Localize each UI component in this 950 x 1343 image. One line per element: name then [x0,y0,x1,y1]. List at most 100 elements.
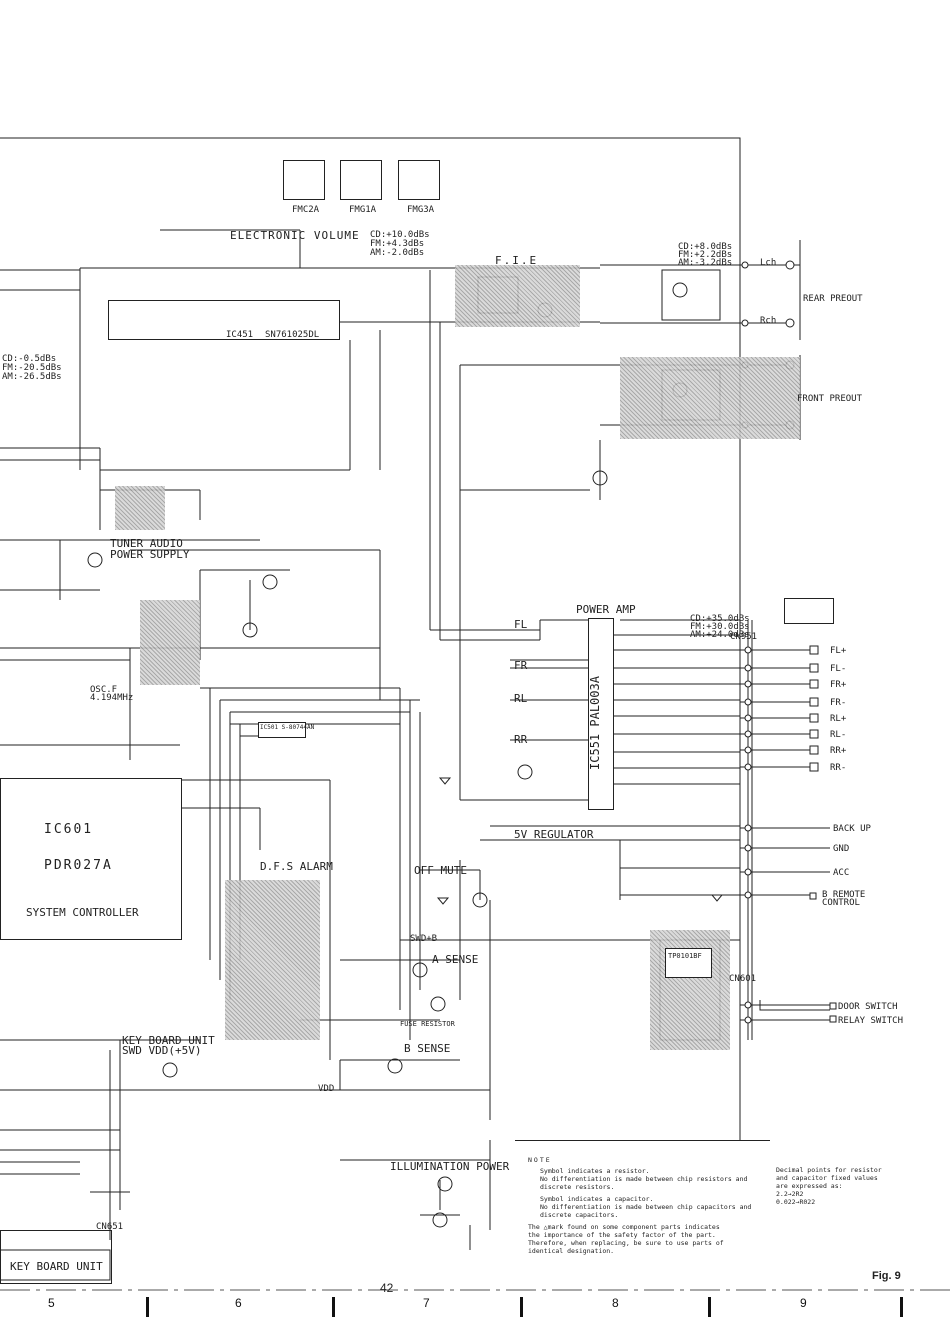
door-switch-label: DOOR SWITCH [838,1002,898,1012]
column-divider [708,1297,711,1317]
speaker-fr-plus: FR+ [830,680,847,690]
rear-preout-label: REAR PREOUT [803,294,863,304]
column-number-5: 5 [48,1296,55,1310]
system-controller-label: SYSTEM CONTROLLER [26,906,139,919]
key-board-unit-box-label: KEY BOARD UNIT [10,1260,103,1273]
column-divider [520,1297,523,1317]
decimal-line-2: and capacitor fixed values [776,1174,878,1182]
ic551-label: IC551 PAL003A [587,676,602,770]
input-level-am: AM:-26.5dBs [2,372,62,382]
note-line-7: The △mark found on some component parts … [528,1223,720,1231]
tp-label: TP0101BF [668,952,702,960]
off-mute-label: OFF MUTE [414,864,467,877]
note-line-1: Symbol indicates a resistor. [540,1167,650,1175]
b-sense-label: B SENSE [404,1042,451,1055]
column-number-7: 7 [423,1296,430,1310]
column-divider [900,1297,903,1317]
rear-lch: Lch [760,258,777,268]
cn601-label: CN601 [729,974,757,984]
decimal-note: Decimal points for resistor and capacito… [776,1166,896,1206]
note-line-2: No differentiation is made between chip … [540,1175,748,1183]
control-label: CONTROL [822,898,860,908]
key-board-unit-box [0,1230,112,1284]
fie-shaded-area [455,265,580,327]
decimal-line-3: are expressed as: [776,1182,843,1190]
osc-label: OSC.F [90,685,118,695]
ic451-box [108,300,340,340]
speaker-rr-minus: RR- [830,763,847,773]
ev-level-am: AM:-2.0dBs [370,248,425,258]
power-supply-label: POWER SUPPLY [110,548,190,561]
front-preout-label: FRONT PREOUT [797,394,863,404]
note-block: NOTE Symbol indicates a resistor. No dif… [528,1156,768,1255]
tp-box [665,948,712,978]
tuner-audio-label: TUNER AUDIO [110,537,183,550]
acc-label: ACC [833,868,850,878]
fmg1a-label: FMG1A [349,205,377,215]
speaker-fl-plus: FL+ [830,646,847,656]
a-sense-label: A SENSE [432,953,479,966]
ev-level-fm: FM:+4.3dBs [370,239,425,249]
fmc2a-label: FMC2A [292,205,320,215]
relay-switch-label: RELAY SWITCH [838,1016,904,1026]
note-line-4: Symbol indicates a capacitor. [540,1195,654,1203]
amp-channel-rr: RR [514,733,528,746]
dfs-alarm-label: D.F.S ALARM [260,860,333,873]
swd-b-label: SWD+B [410,934,438,944]
fmg3a-label: FMG3A [407,205,435,215]
speaker-rr-plus: RR+ [830,746,847,756]
amp-channel-fl: FL [514,618,528,631]
note-line-9: Therefore, when replacing, be sure to us… [528,1239,724,1247]
key-board-unit-title: KEY BOARD UNIT [122,1034,215,1047]
ic451-ref: IC451 [226,330,254,340]
rear-level-fm: FM:+2.2dBs [678,250,733,260]
fie-label: F.I.E [495,254,539,267]
pa-level-cd: CD:+35.0dBs [690,614,750,624]
ic601-box [0,778,182,940]
osc-freq: 4.194MHz [90,693,134,703]
ev-level-cd: CD:+10.0dBs [370,230,430,240]
column-number-8: 8 [612,1296,619,1310]
column-divider [146,1297,149,1317]
input-level-cd: CD:-0.5dBs [2,354,57,364]
ic601-ref: IC601 [44,822,94,837]
speaker-fl-minus: FL- [830,664,847,674]
speaker-rl-minus: RL- [830,730,847,740]
page-number: 42 [380,1281,394,1295]
rear-level-cd: CD:+8.0dBs [678,242,733,252]
note-line-6: discrete capacitors. [540,1211,619,1219]
ic501-box [258,722,306,738]
note-line-3: discrete resistors. [540,1183,615,1191]
pa-level-am: AM:+24.0dBs [690,630,750,640]
fig-label: Fig. 9 [872,1270,901,1282]
electronic-volume-label: ELECTRONIC VOLUME [230,229,360,242]
dfs-shaded-area [225,880,320,1040]
input-level-fm: FM:-20.5dBs [2,363,62,373]
column-number-6: 6 [235,1296,242,1310]
ic451-part: SN761025DL [265,330,320,340]
note-frame [515,1140,770,1141]
note-line-5: No differentiation is made between chip … [540,1203,752,1211]
tuner-shaded-area [115,486,165,530]
fmg3a-box [398,160,440,200]
vdd-label: VDD [318,1084,335,1094]
rear-level-am: AM:-3.2dBs [678,258,733,268]
fuse-resistor-label: FUSE RESISTOR [400,1020,455,1028]
illumination-power-label: ILLUMINATION POWER [390,1160,510,1173]
note-title: NOTE [528,1156,552,1164]
fmg1a-box [340,160,382,200]
power-amp-label: POWER AMP [576,603,636,616]
cn651-label: CN651 [96,1222,124,1232]
decimal-line-4: 2.2→2R2 [776,1190,804,1198]
speaker-fr-minus: FR- [830,698,847,708]
fmc2a-box [283,160,325,200]
back-up-label: BACK UP [833,824,871,834]
rear-rch: Rch [760,316,777,326]
gnd-label: GND [833,844,850,854]
ic501-label: IC501 S-80744AN [260,724,315,731]
swd-vdd-label: SWD VDD(+5V) [122,1044,202,1057]
front-preout-shaded-area [620,357,800,439]
regulator-label: 5V REGULATOR [514,828,594,841]
ic551-box [588,618,614,810]
